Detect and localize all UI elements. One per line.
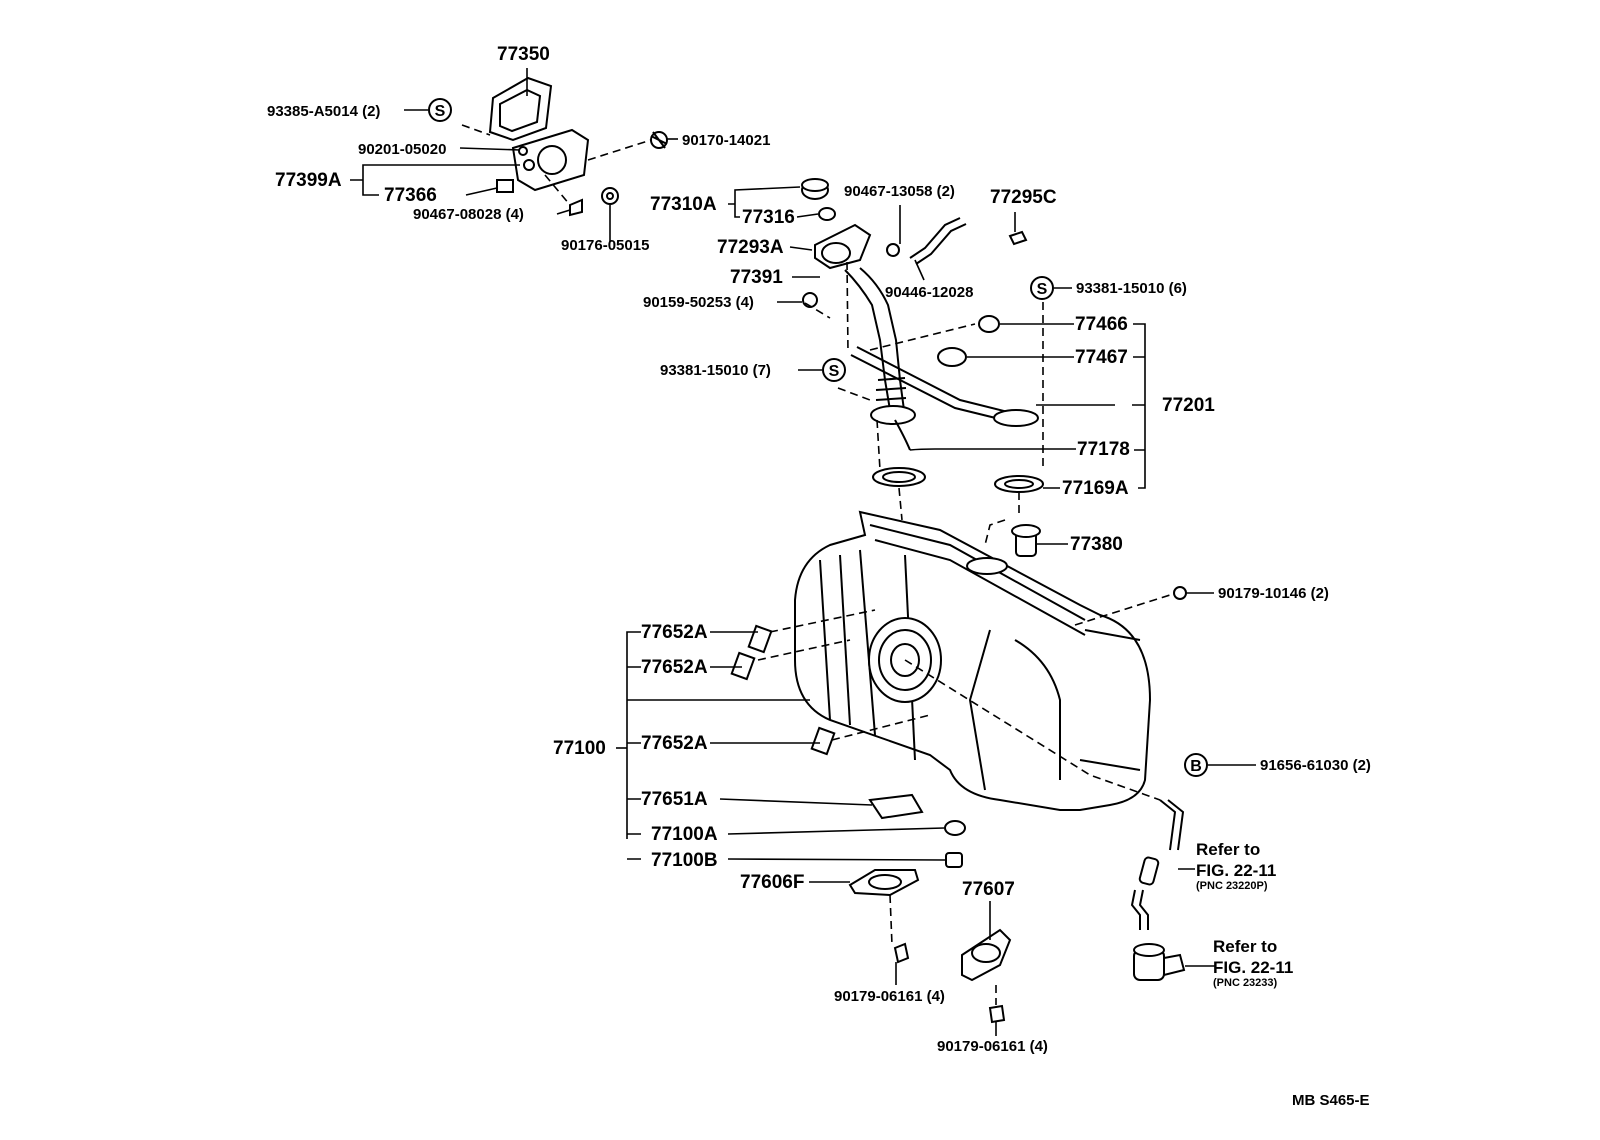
svg-text:S: S <box>435 103 446 120</box>
label-77380: 77380 <box>1070 534 1123 555</box>
label-77607: 77607 <box>962 879 1015 900</box>
symbol-s-93385: S <box>428 98 452 122</box>
label-77178: 77178 <box>1077 439 1130 460</box>
label-90179-10146: 90179-10146 (2) <box>1218 585 1329 602</box>
fuel-tank-illustration <box>794 510 1152 811</box>
symbol-s-93381-7: S <box>822 358 846 382</box>
ref1-line2: FIG. 22-11 <box>1196 861 1276 880</box>
label-77652A-3: 77652A <box>641 733 708 754</box>
label-90176-05015: 90176-05015 <box>561 237 649 254</box>
label-93381-15010-7: 93381-15010 (7) <box>660 362 771 379</box>
svg-text:S: S <box>1037 281 1048 298</box>
label-77100A: 77100A <box>651 824 718 845</box>
label-77100B: 77100B <box>651 850 718 871</box>
label-77169A: 77169A <box>1062 478 1129 499</box>
symbol-b-91656: B <box>1184 753 1208 777</box>
label-90467-08028: 90467-08028 (4) <box>413 206 524 223</box>
label-77316: 77316 <box>742 207 795 228</box>
label-77391: 77391 <box>730 267 783 288</box>
ref2-pnc: (PNC 23233) <box>1213 977 1278 989</box>
svg-text:B: B <box>1190 758 1202 775</box>
label-90170-14021: 90170-14021 <box>682 132 770 149</box>
label-90159-50253: 90159-50253 (4) <box>643 294 754 311</box>
fuel-door-illustration <box>488 76 668 217</box>
label-77310A: 77310A <box>650 194 717 215</box>
ref2-line2: FIG. 22-11 <box>1213 958 1293 977</box>
ref1-pnc: (PNC 23220P) <box>1196 880 1268 892</box>
label-77399A: 77399A <box>275 170 342 191</box>
label-90179-06161-a: 90179-06161 (4) <box>834 988 945 1005</box>
label-77201: 77201 <box>1162 395 1215 416</box>
label-77350: 77350 <box>497 44 550 65</box>
label-77366: 77366 <box>384 185 437 206</box>
label-91656-61030: 91656-61030 (2) <box>1260 757 1371 774</box>
label-77466: 77466 <box>1075 314 1128 335</box>
svg-text:S: S <box>829 363 840 380</box>
ref2-line1: Refer to <box>1213 937 1277 956</box>
label-93385-A5014: 93385-A5014 (2) <box>267 103 380 120</box>
label-77467: 77467 <box>1075 347 1128 368</box>
label-77651A: 77651A <box>641 789 708 810</box>
symbol-s-93381-6: S <box>1030 276 1054 300</box>
label-77100: 77100 <box>553 738 606 759</box>
label-93381-15010-6: 93381-15010 (6) <box>1076 280 1187 297</box>
label-77652A-2: 77652A <box>641 657 708 678</box>
label-90201-05020: 90201-05020 <box>358 141 446 158</box>
label-90467-13058: 90467-13058 (2) <box>844 183 955 200</box>
label-77606F: 77606F <box>740 872 804 893</box>
label-90446-12028: 90446-12028 <box>885 284 973 301</box>
label-77295C: 77295C <box>990 187 1057 208</box>
ref1-line1: Refer to <box>1196 840 1260 859</box>
diagram-code: MB S465-E <box>1292 1092 1370 1109</box>
label-77652A-1: 77652A <box>641 622 708 643</box>
label-90179-06161-b: 90179-06161 (4) <box>937 1038 1048 1055</box>
label-77293A: 77293A <box>717 237 784 258</box>
filler-neck-illustration <box>801 178 1028 451</box>
